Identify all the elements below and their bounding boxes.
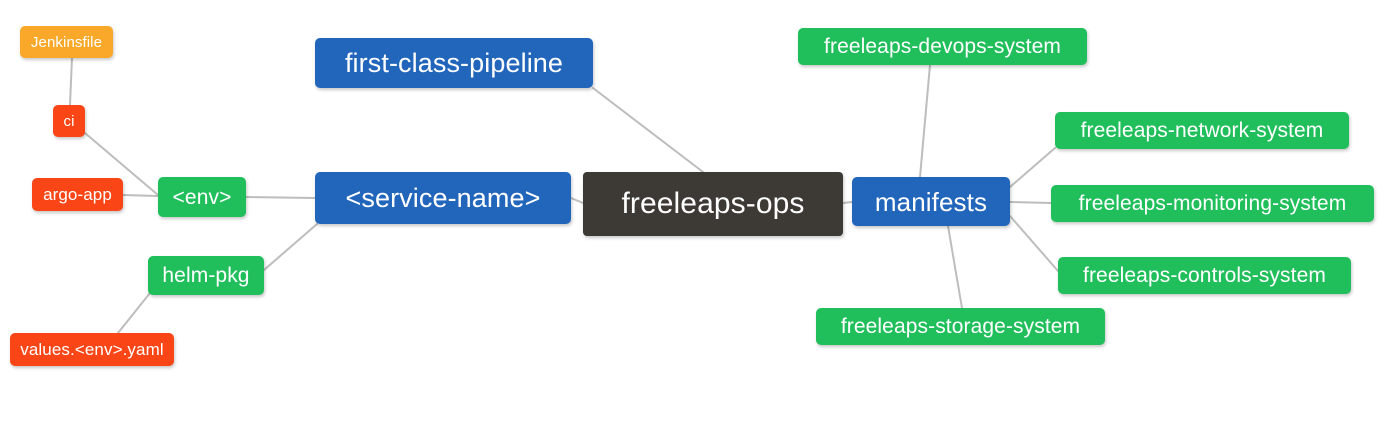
- mindmap-node-service-name[interactable]: <service-name>: [315, 172, 571, 224]
- mindmap-node-manifests[interactable]: manifests: [852, 177, 1010, 226]
- mindmap-node-storage-system[interactable]: freeleaps-storage-system: [816, 308, 1105, 345]
- mindmap-node-ci[interactable]: ci: [53, 105, 85, 137]
- mindmap-node-jenkinsfile[interactable]: Jenkinsfile: [20, 26, 113, 58]
- mindmap-node-argo-app[interactable]: argo-app: [32, 178, 123, 211]
- mindmap-node-root[interactable]: freeleaps-ops: [583, 172, 843, 236]
- mindmap-node-controls-system[interactable]: freeleaps-controls-system: [1058, 257, 1351, 294]
- mindmap-node-helm-pkg[interactable]: helm-pkg: [148, 256, 264, 295]
- mindmap-node-devops-system[interactable]: freeleaps-devops-system: [798, 28, 1087, 65]
- mindmap-node-env[interactable]: <env>: [158, 177, 246, 217]
- mindmap-node-first-class-pipeline[interactable]: first-class-pipeline: [315, 38, 593, 88]
- mindmap-node-values-yaml[interactable]: values.<env>.yaml: [10, 333, 174, 366]
- mindmap-node-network-system[interactable]: freeleaps-network-system: [1055, 112, 1349, 149]
- mindmap-node-monitoring-system[interactable]: freeleaps-monitoring-system: [1051, 185, 1374, 222]
